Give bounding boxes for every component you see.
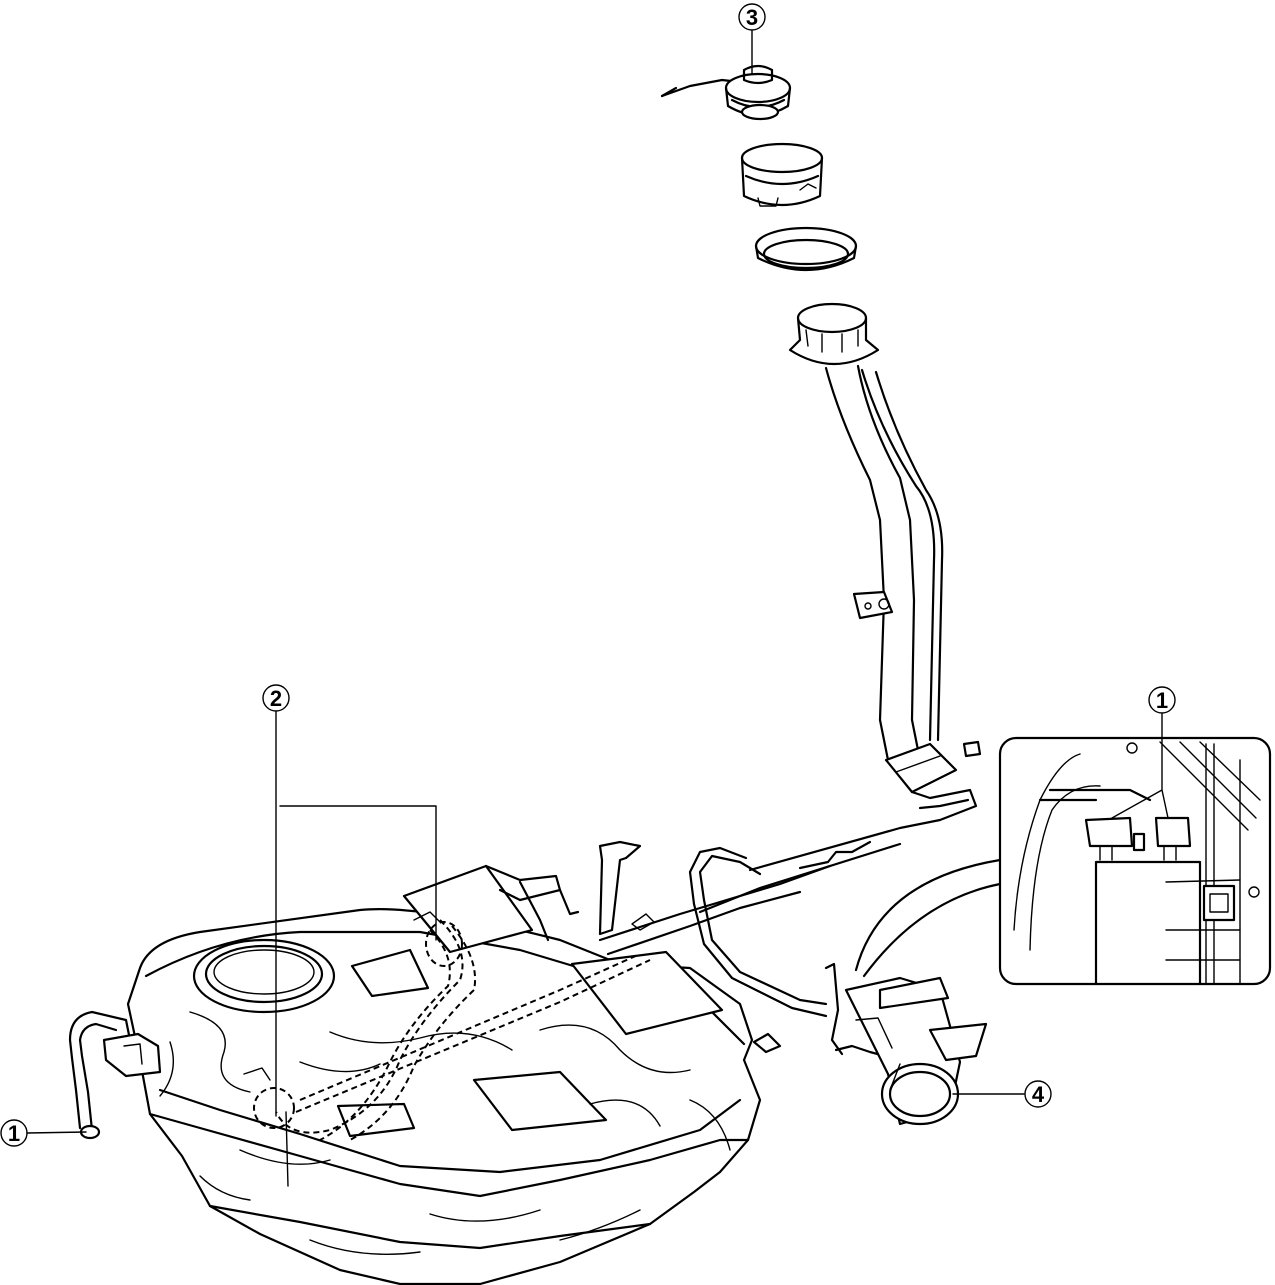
callout-2-label: 2 [270, 686, 282, 711]
gasket [754, 226, 858, 272]
callout-3: 3 [738, 3, 766, 31]
callout-4-label: 4 [1032, 1082, 1045, 1107]
canister [824, 962, 988, 1126]
callout-1-left-label: 1 [8, 1121, 20, 1146]
callout-1-left: 1 [0, 1119, 28, 1147]
filler-cap [660, 64, 792, 121]
filler-neck-ring [740, 142, 824, 207]
callout-3-label: 3 [746, 5, 758, 30]
leader-lines [26, 30, 1169, 1187]
callout-4: 4 [1024, 1080, 1052, 1108]
callout-1-inset: 1 [1148, 686, 1176, 714]
callout-2: 2 [262, 684, 290, 712]
internal-pipes-dashed [243, 911, 651, 1141]
inset-detail [854, 736, 1272, 986]
filler-pipe [698, 302, 982, 914]
evap-hose [598, 840, 832, 1018]
callout-1-inset-label: 1 [1156, 688, 1168, 713]
